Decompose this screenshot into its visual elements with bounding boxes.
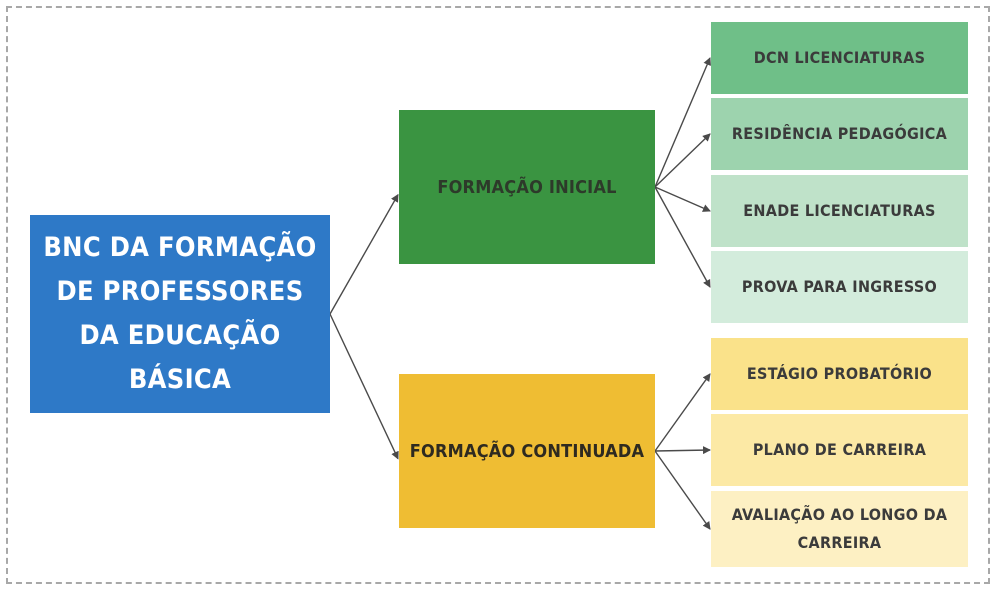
leaf-plano-de-carreira: PLANO DE CARREIRA xyxy=(711,414,968,486)
leaf-estagio-probatorio: ESTÁGIO PROBATÓRIO xyxy=(711,338,968,410)
leaf-prova-para-ingresso: PROVA PARA INGRESSO xyxy=(711,251,968,323)
branch-formacao-continuada: FORMAÇÃO CONTINUADA xyxy=(399,374,655,528)
leaf-avaliacao-ao-longo-da-carreira: AVALIAÇÃO AO LONGO DA CARREIRA xyxy=(711,491,968,567)
leaf-enade-licenciaturas: ENADE LICENCIATURAS xyxy=(711,175,968,247)
dashed-frame xyxy=(6,6,990,584)
leaf-dcn-licenciaturas: DCN LICENCIATURAS xyxy=(711,22,968,94)
leaf-residencia-pedagogica: RESIDÊNCIA PEDAGÓGICA xyxy=(711,98,968,170)
root-node: BNC DA FORMAÇÃO DE PROFESSORES DA EDUCAÇ… xyxy=(30,215,330,413)
branch-formacao-inicial: FORMAÇÃO INICIAL xyxy=(399,110,655,264)
